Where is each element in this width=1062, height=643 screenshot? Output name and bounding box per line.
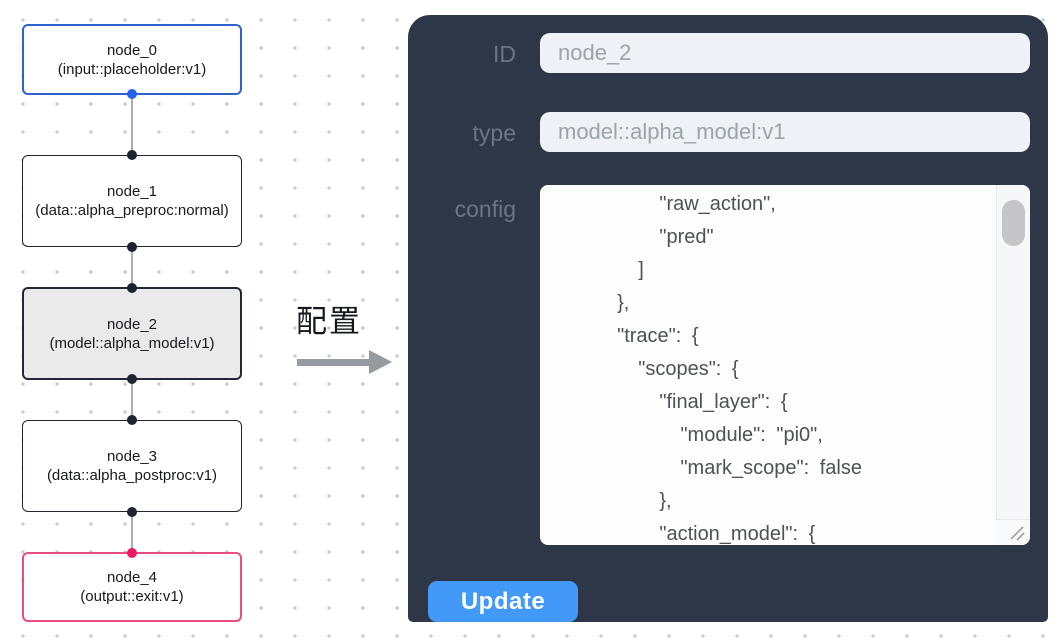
node-title: node_4 (106, 569, 158, 586)
id-input[interactable] (540, 33, 1030, 73)
node-input-handle[interactable] (127, 283, 137, 293)
config-label: config (454, 196, 516, 222)
config-scrollbar[interactable] (996, 185, 1030, 519)
node-output-handle[interactable] (127, 242, 137, 252)
transition-label: 配置 (296, 304, 362, 339)
arrow-head (369, 350, 392, 374)
resize-handle-icon[interactable] (995, 519, 1030, 545)
flow-node-node_1[interactable]: node_1 (data::alpha_preproc:normal) (22, 150, 242, 252)
right-arrow-icon (296, 350, 400, 374)
node-input-handle[interactable] (127, 548, 137, 558)
flow-node-node_2[interactable]: node_2 (model::alpha_model:v1) (22, 283, 242, 384)
node-title: node_0 (106, 41, 158, 59)
update-button[interactable]: Update (428, 581, 578, 622)
config-json-text[interactable]: "raw_action", "pred" ] }, "trace": { "sc… (617, 193, 862, 545)
scrollbar-thumb[interactable] (1002, 200, 1025, 246)
node-input-handle[interactable] (127, 415, 137, 425)
node-title: node_3 (106, 448, 158, 465)
node-output-handle[interactable] (127, 89, 137, 99)
arrow-bar (297, 359, 371, 366)
flow-edge (131, 95, 133, 156)
node-title: node_2 (106, 315, 158, 333)
flow-node-node_4[interactable]: node_4 (output::exit:v1) (22, 548, 242, 622)
node-config-panel: ID type config "raw_action", "pred" ] },… (408, 15, 1048, 622)
node-output-handle[interactable] (127, 374, 137, 384)
node-subtitle: (data::alpha_preproc:normal) (35, 202, 229, 219)
flow-node-node_0[interactable]: node_0 (input::placeholder:v1) (22, 24, 242, 99)
flow-edge (131, 512, 133, 553)
type-input[interactable] (540, 112, 1030, 152)
node-subtitle: (input::placeholder:v1) (57, 60, 207, 78)
flow-edge (131, 380, 133, 421)
id-label: ID (493, 41, 516, 67)
node-input-handle[interactable] (127, 150, 137, 160)
node-subtitle: (output::exit:v1) (80, 588, 184, 605)
node-subtitle: (data::alpha_postproc:v1) (46, 467, 218, 484)
transition-annotation: 配置 (296, 296, 400, 374)
node-title: node_1 (106, 183, 158, 200)
config-editor[interactable]: "raw_action", "pred" ] }, "trace": { "sc… (540, 185, 1030, 545)
node-subtitle: (model::alpha_model:v1) (49, 334, 215, 352)
node-output-handle[interactable] (127, 507, 137, 517)
type-label: type (472, 120, 516, 146)
flow-node-node_3[interactable]: node_3 (data::alpha_postproc:v1) (22, 415, 242, 517)
flow-edge (131, 247, 133, 288)
